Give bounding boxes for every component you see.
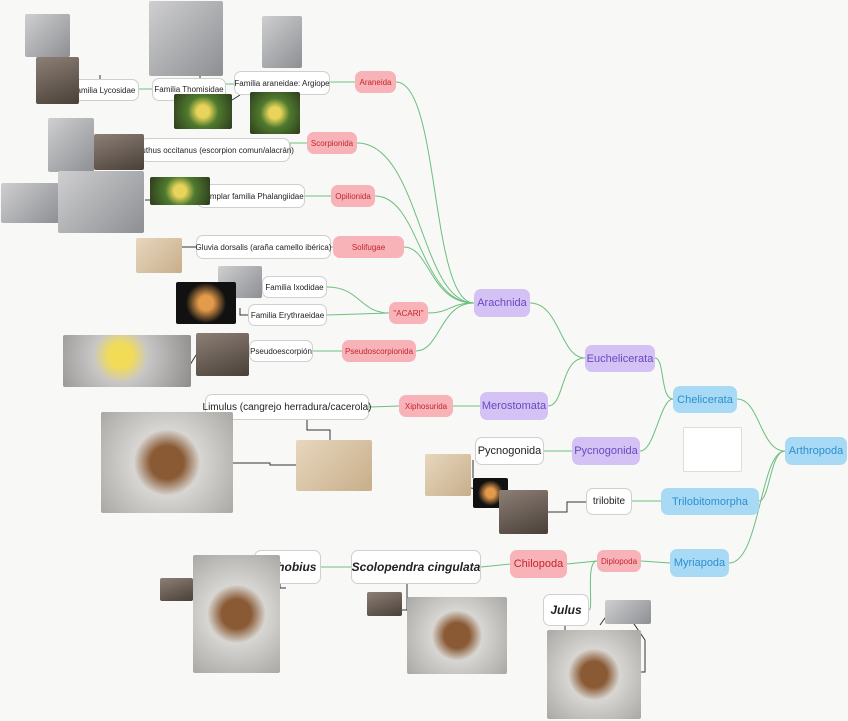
trilobite-photo — [499, 490, 548, 534]
chelicerate-diagram — [683, 427, 742, 472]
link-diplopoda-julus — [588, 560, 598, 611]
photo-link-3 — [231, 94, 241, 101]
node-phalangiidae[interactable]: Ejemplar familia Phalangiidae — [197, 184, 305, 208]
spider-photo — [36, 57, 79, 104]
link-arachnida-solifugae — [403, 246, 475, 304]
millipede-photo — [547, 630, 641, 719]
photo-link-19 — [279, 582, 286, 589]
link-arthropoda-myriapoda — [728, 450, 786, 564]
scolopendra-photo — [367, 592, 402, 616]
node-arthropoda[interactable]: Arthropoda — [785, 437, 847, 465]
node-julus[interactable]: Julus — [543, 594, 589, 626]
node-buthus[interactable]: Buthus occitanus (escorpion comun/alacrá… — [136, 138, 294, 162]
node-euchelicerata[interactable]: Euchelicerata — [585, 345, 655, 372]
photo-link-11 — [239, 308, 248, 316]
node-myriapoda[interactable]: Myriapoda — [670, 549, 729, 577]
argiope-photo — [250, 92, 300, 134]
node-pycnogonida-leaf[interactable]: Pycnogonida — [475, 437, 544, 465]
pseudoscorpion-dish-photo — [63, 335, 191, 387]
node-xiphosurida[interactable]: Xiphosurida — [399, 395, 453, 417]
link-chelicerata-euchelicerata — [654, 357, 674, 400]
harvestman-photo — [150, 177, 210, 205]
crab-spider-photo — [174, 94, 232, 129]
node-solifugae[interactable]: Solifugae — [333, 236, 404, 258]
node-opilionida[interactable]: Opilionida — [331, 185, 375, 207]
lithobius-photo — [160, 578, 193, 601]
link-diplopoda-chilopoda — [566, 560, 598, 565]
photo-link-23 — [599, 617, 646, 673]
link-euchelicerata-arachnida — [529, 302, 586, 359]
node-erythraeidae[interactable]: Familia Erythraeidae — [248, 304, 327, 326]
scorpion-photo — [94, 134, 144, 170]
photo-link-13 — [189, 354, 197, 366]
solifugae-photo — [136, 238, 182, 273]
link-arachnida-araneida — [395, 81, 475, 304]
node-merostomata[interactable]: Merostomata — [480, 392, 548, 420]
node-pseudoescorpion[interactable]: Pseudoescorpión — [249, 340, 313, 362]
link-chelicerata-pycnogonida — [639, 398, 674, 452]
mite-photo — [176, 282, 236, 324]
link-scorpionida-buthus — [289, 142, 307, 150]
link-chilopoda-scolopendra — [480, 563, 511, 568]
link-xiphosurida-limulus — [368, 405, 400, 408]
link-myriapoda-diplopoda — [640, 560, 671, 564]
lithobius-photo — [193, 555, 280, 673]
pseudoscorpion-photo — [196, 333, 249, 376]
horseshoe-crab-dish-photo — [101, 412, 233, 513]
horseshoe-crab-photo — [296, 440, 372, 491]
link-arachnida-scorpionida — [356, 142, 475, 304]
link-arthropoda-chelicerata — [736, 398, 786, 452]
link-arachnida-pseudoscorpionida — [415, 302, 475, 352]
photo-link-18 — [548, 501, 586, 513]
link-arachnida-acari — [427, 302, 475, 314]
photo-link-14 — [306, 420, 331, 440]
node-scolopendra[interactable]: Scolopendra cingulata — [351, 550, 481, 584]
node-familia-argiope[interactable]: Familia araneidae: Argiope — [234, 71, 330, 95]
scorpion-photo — [48, 118, 94, 172]
link-euchelicerata-merostomata — [547, 357, 586, 407]
link-arachnida-opilionida — [374, 195, 475, 304]
node-scorpionida[interactable]: Scorpionida — [307, 132, 357, 154]
harvestman-photo — [1, 183, 59, 223]
spider-photo — [25, 14, 70, 57]
node-ixodidae[interactable]: Familia Ixodidae — [262, 276, 327, 298]
scolopendra-photo — [407, 597, 507, 674]
node-gluvia[interactable]: Gluvia dorsalis (araña camello ibérica) — [195, 235, 332, 259]
sea-spider-photo — [425, 454, 471, 496]
node-trilobitomorpha[interactable]: Trilobitomorpha — [661, 488, 759, 515]
photo-link-15 — [233, 462, 296, 466]
link-acari-erythraeidae — [326, 312, 390, 316]
node-araneida[interactable]: Araneida — [355, 71, 396, 93]
harvestman-photo — [58, 171, 144, 233]
link-acari-ixodidae — [326, 286, 390, 314]
node-chilopoda[interactable]: Chilopoda — [510, 550, 567, 578]
node-pseudoscorpionida[interactable]: Pseudoscorpionida — [342, 340, 416, 362]
node-chelicerata[interactable]: Chelicerata — [673, 386, 737, 413]
node-trilobite[interactable]: trilobite — [586, 488, 632, 515]
node-diplopoda[interactable]: Diplopoda — [597, 550, 641, 572]
argiope-photo — [262, 16, 302, 68]
node-acari[interactable]: "ACARI" — [389, 302, 428, 324]
spider-dish-photo — [149, 1, 223, 76]
node-pycnogonida[interactable]: Pycnogonida — [572, 437, 640, 465]
node-arachnida[interactable]: Arachnida — [474, 289, 530, 317]
millipede-photo — [605, 600, 651, 624]
